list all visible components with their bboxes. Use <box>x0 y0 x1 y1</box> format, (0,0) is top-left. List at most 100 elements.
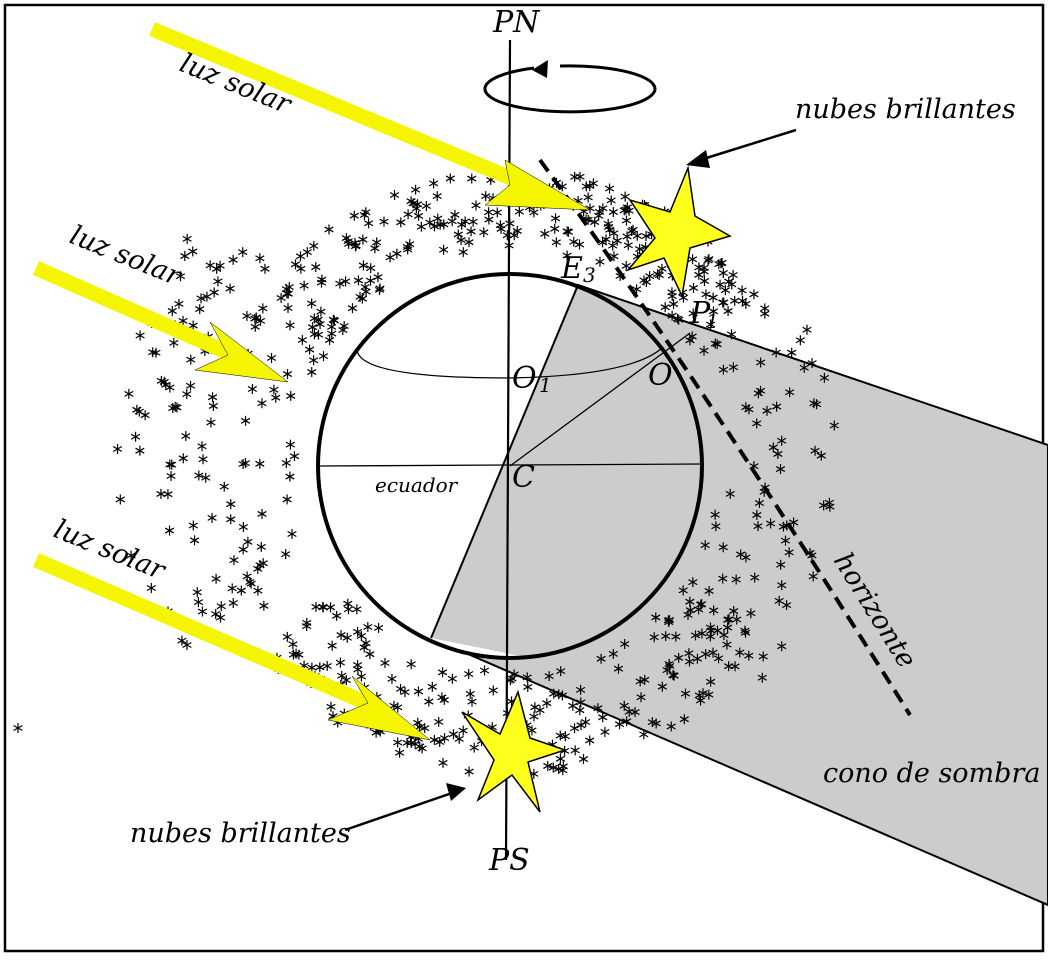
cloud-particle <box>622 202 632 213</box>
cloud-particle <box>432 191 442 202</box>
cloud-particle <box>196 293 206 304</box>
cloud-particle <box>663 615 674 626</box>
cloud-particle <box>361 207 371 218</box>
cloud-particle <box>255 458 265 469</box>
label-pole-north: PN <box>492 5 541 40</box>
cloud-particle <box>483 207 494 218</box>
cloud-particle <box>240 415 251 426</box>
cloud-particle <box>529 207 539 218</box>
cloud-particle <box>271 392 281 403</box>
cloud-particle <box>754 498 765 509</box>
cloud-particle <box>693 604 704 615</box>
cloud-particle <box>700 649 711 660</box>
cloud-particle <box>315 662 325 673</box>
cloud-particle <box>466 226 476 237</box>
cloud-particle <box>719 297 729 308</box>
cloud-particle <box>257 398 267 409</box>
cloud-particle <box>768 442 778 453</box>
cloud-particle <box>724 661 734 672</box>
cloud-particle <box>188 320 198 331</box>
cloud-particle <box>156 488 166 499</box>
cloud-particle <box>750 572 760 583</box>
cloud-particle <box>469 742 479 753</box>
cloud-particle <box>678 585 688 596</box>
cloud-particle <box>773 448 783 459</box>
cloud-particle <box>715 279 725 290</box>
bright-cloud-star-north <box>625 165 732 299</box>
cloud-particle <box>543 760 553 771</box>
cloud-particle <box>238 521 249 532</box>
cloud-particle <box>732 614 742 625</box>
cloud-particle <box>620 191 630 202</box>
equator-line <box>317 463 703 467</box>
cloud-particle <box>488 685 498 696</box>
cloud-particle <box>807 358 817 369</box>
cloud-particle <box>342 632 352 643</box>
cloud-particle <box>308 355 319 366</box>
cloud-particle <box>703 255 713 266</box>
cloud-particle <box>558 761 568 772</box>
cloud-particle <box>780 535 791 546</box>
cloud-particle <box>690 630 701 641</box>
cloud-particle <box>439 733 450 744</box>
cloud-particle <box>197 606 208 617</box>
cloud-particle <box>169 337 179 348</box>
cloud-particle <box>238 247 248 258</box>
cloud-particle <box>708 292 718 303</box>
cloud-particle <box>251 312 261 323</box>
cloud-particle <box>161 379 171 390</box>
cloud-particle <box>445 173 455 184</box>
cloud-particle <box>393 737 403 748</box>
cloud-particle <box>718 542 728 553</box>
cloud-particle <box>598 203 608 214</box>
cloud-particle <box>324 224 334 235</box>
cloud-particle <box>458 247 468 258</box>
cloud-particle <box>737 285 747 296</box>
cloud-particle <box>651 612 661 623</box>
label-point-o1: O 1 <box>512 361 552 397</box>
cloud-particle <box>301 621 312 632</box>
cloud-particle <box>585 735 595 746</box>
cloud-particle <box>711 521 721 532</box>
cloud-particle <box>620 639 630 650</box>
cloud-particle <box>177 635 187 646</box>
cloud-particle <box>146 582 156 593</box>
cloud-particle <box>337 670 347 681</box>
cloud-particle <box>164 525 175 536</box>
cloud-particle <box>704 254 714 265</box>
cloud-particle <box>373 272 383 283</box>
cloud-particle <box>578 754 589 765</box>
cloud-particle <box>774 595 784 606</box>
cloud-particle <box>352 604 362 615</box>
cloud-particle <box>201 472 211 483</box>
cloud-particle <box>723 306 733 317</box>
cloud-particle <box>548 762 558 773</box>
cloud-particle <box>556 666 566 677</box>
label-pole-south: PS <box>488 843 530 878</box>
cloud-particle <box>708 306 719 317</box>
cloud-particle <box>188 246 198 257</box>
cloud-particle <box>295 251 306 262</box>
cloud-particle <box>180 251 190 262</box>
cloud-particle <box>530 702 540 713</box>
cloud-particle <box>327 640 337 651</box>
cloud-particle <box>291 648 301 659</box>
cloud-particle <box>687 254 698 265</box>
cloud-particle <box>374 284 385 295</box>
cloud-particle <box>416 221 427 232</box>
cloud-particle <box>467 696 477 707</box>
pointer-arrow-north <box>686 128 797 168</box>
cloud-particle <box>641 231 651 242</box>
cloud-particle <box>242 310 252 321</box>
cloud-particle <box>373 622 384 633</box>
cloud-particle <box>465 688 475 699</box>
radius-line <box>509 332 691 467</box>
cloud-particle <box>243 536 253 547</box>
label-point-o: O <box>648 358 673 393</box>
cloud-particle <box>583 192 593 203</box>
cloud-particle <box>186 354 196 365</box>
cloud-particle <box>336 630 346 641</box>
cloud-particle <box>358 260 369 271</box>
cloud-particle <box>167 459 177 470</box>
